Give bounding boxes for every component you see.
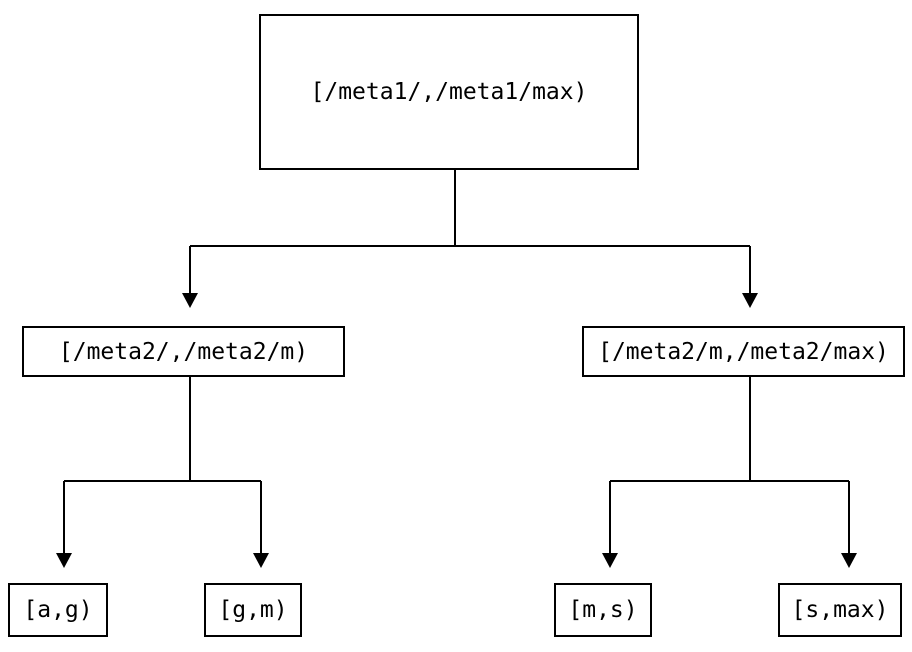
node-label: [s,max) xyxy=(791,597,889,623)
arrow-down-icon xyxy=(742,293,758,308)
node-label: [a,g) xyxy=(23,597,93,623)
arrow-down-icon xyxy=(182,293,198,308)
arrow-down-icon xyxy=(841,553,857,568)
node-label: [/meta2/,/meta2/m) xyxy=(58,338,309,365)
arrow-down-icon xyxy=(602,553,618,568)
tree-node-mid-right: [/meta2/m,/meta2/max) xyxy=(582,326,905,377)
arrow-down-icon xyxy=(56,553,72,568)
node-label: [g,m) xyxy=(218,597,288,623)
tree-node-leaf-ms: [m,s) xyxy=(554,583,652,637)
node-label: [/meta1/,/meta1/max) xyxy=(310,79,588,105)
tree-node-leaf-ag: [a,g) xyxy=(8,583,108,637)
tree-node-leaf-gm: [g,m) xyxy=(204,583,302,637)
tree-node-root: [/meta1/,/meta1/max) xyxy=(259,14,639,170)
node-label: [/meta2/m,/meta2/max) xyxy=(598,338,889,365)
node-label: [m,s) xyxy=(568,597,638,623)
tree-node-leaf-smax: [s,max) xyxy=(778,583,902,637)
arrow-down-icon xyxy=(253,553,269,568)
tree-node-mid-left: [/meta2/,/meta2/m) xyxy=(22,326,345,377)
